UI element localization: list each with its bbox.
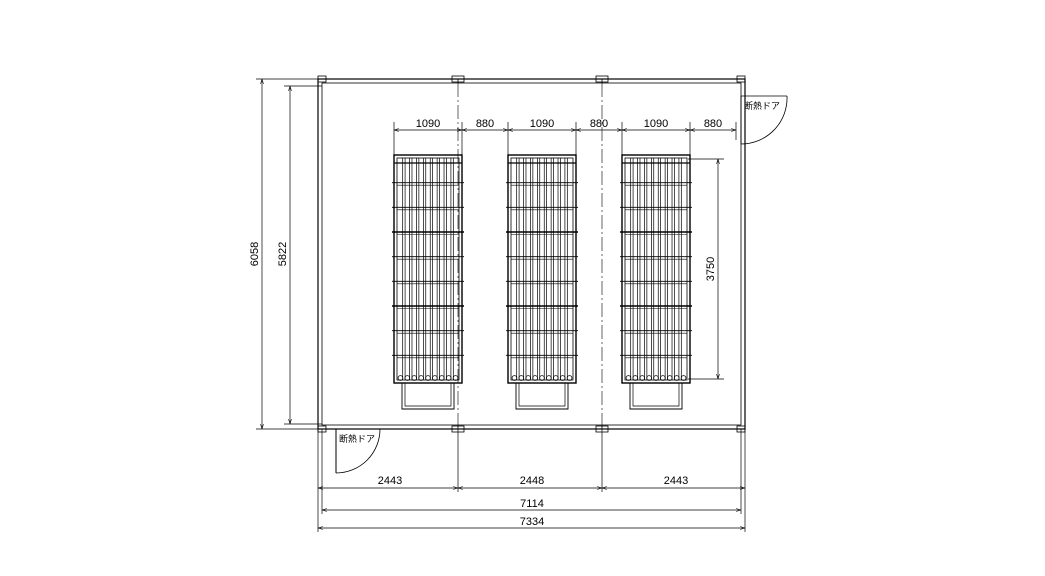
dim-top-1: 1090 bbox=[416, 118, 440, 130]
dim-outer-height: 6058 bbox=[249, 242, 261, 266]
dim-top-3: 1090 bbox=[530, 118, 554, 130]
dim-bottom-2: 2448 bbox=[520, 475, 544, 487]
door-top-right: 断熱ドア bbox=[740, 95, 788, 145]
left-dimensions: 6058 5822 bbox=[249, 78, 322, 430]
door-label-bottom-left: 断熱ドア bbox=[339, 433, 375, 445]
dim-top-5: 1090 bbox=[644, 118, 668, 130]
door-label-top-right: 断熱ドア bbox=[744, 100, 780, 112]
dim-top-2: 880 bbox=[476, 118, 494, 130]
door-bottom-left: 断熱ドア bbox=[335, 428, 381, 474]
room-outline bbox=[317, 75, 746, 433]
dim-outer-width: 7334 bbox=[520, 516, 544, 528]
dim-bottom-3: 2443 bbox=[664, 475, 688, 487]
storage-rack bbox=[392, 154, 464, 410]
dim-inner-width: 7114 bbox=[520, 498, 544, 510]
dim-rack-height: 3750 bbox=[705, 257, 717, 281]
storage-rack bbox=[620, 154, 692, 410]
dim-top-6: 880 bbox=[704, 118, 722, 130]
bottom-dimensions: 2443 2448 2443 7114 7334 bbox=[317, 429, 746, 532]
dim-top-4: 880 bbox=[590, 118, 608, 130]
rack-height-dimension: 3750 bbox=[688, 158, 724, 380]
dim-inner-height: 5822 bbox=[277, 242, 289, 266]
storage-rack bbox=[506, 154, 578, 410]
dim-bottom-1: 2443 bbox=[378, 475, 402, 487]
top-dimension-row: 1090 880 1090 880 1090 880 bbox=[393, 118, 737, 158]
